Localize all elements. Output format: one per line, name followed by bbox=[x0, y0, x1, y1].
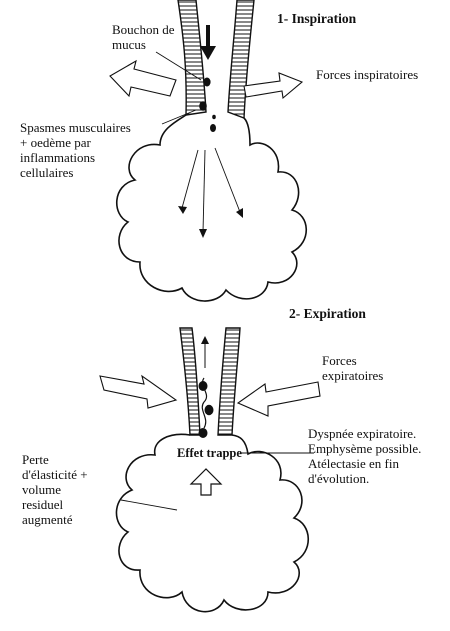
mucus-plug bbox=[199, 101, 207, 111]
bronchial-wall-left-exp bbox=[180, 328, 200, 435]
dyspnea-label-line: d'évolution. bbox=[308, 471, 421, 486]
inspiratory-force-arrow-left bbox=[110, 61, 176, 96]
bronchial-wall-right bbox=[228, 0, 254, 118]
mucus-plug bbox=[203, 78, 210, 87]
alveolar-airflow-lines bbox=[182, 148, 240, 232]
spasm-label: Spasmes musculaires + oedème par inflamm… bbox=[20, 120, 131, 180]
inspiration-title: 1- Inspiration bbox=[277, 11, 356, 26]
elasticity-label-line: residuel bbox=[22, 497, 88, 512]
expiratory-force-arrow-left bbox=[100, 376, 176, 408]
mucus-plug bbox=[199, 428, 208, 438]
dyspnea-label-line: Dyspnée expiratoire. bbox=[308, 426, 421, 441]
dyspnea-label-line: Atélectasie en fin bbox=[308, 456, 421, 471]
mucus-plug bbox=[205, 405, 214, 415]
elasticity-label-line: augmenté bbox=[22, 512, 88, 527]
dyspnea-label: Dyspnée expiratoire. Emphysème possible.… bbox=[308, 426, 421, 486]
elasticity-label: Perte d'élasticité + volume residuel aug… bbox=[22, 452, 88, 527]
elasticity-leader-line bbox=[121, 500, 177, 510]
spasm-label-line: Spasmes musculaires bbox=[20, 120, 131, 135]
dyspnea-label-line: Emphysème possible. bbox=[308, 441, 421, 456]
mucus-label-line: Bouchon de bbox=[112, 22, 174, 37]
inspiratory-force-arrow-right bbox=[244, 73, 302, 98]
airflow-up-arrowhead bbox=[201, 336, 209, 344]
expiratory-force-arrow-right bbox=[238, 382, 320, 416]
mucus-plug bbox=[212, 115, 216, 119]
inspiratory-forces-label: Forces inspiratoires bbox=[316, 67, 418, 82]
spasm-leader-line bbox=[162, 110, 196, 124]
airflow-arrowhead bbox=[178, 206, 187, 214]
bronchial-wall-right-exp bbox=[218, 328, 240, 435]
trapped-air-arrow bbox=[191, 469, 221, 495]
spasm-label-line: + oedème par bbox=[20, 135, 131, 150]
alveolar-sac-inspiration bbox=[117, 115, 307, 301]
elasticity-label-line: volume bbox=[22, 482, 88, 497]
expiratory-forces-label: Forces expiratoires bbox=[322, 353, 383, 383]
expiratory-forces-line: expiratoires bbox=[322, 368, 383, 383]
spasm-label-line: cellulaires bbox=[20, 165, 131, 180]
elasticity-label-line: d'élasticité + bbox=[22, 467, 88, 482]
mucus-label: Bouchon de mucus bbox=[112, 22, 174, 52]
expiration-panel bbox=[100, 328, 320, 612]
spasm-label-line: inflammations bbox=[20, 150, 131, 165]
mucus-label-line: mucus bbox=[112, 37, 174, 52]
expiration-title: 2- Expiration bbox=[289, 306, 366, 321]
mucus-plug bbox=[199, 381, 208, 391]
elasticity-label-line: Perte bbox=[22, 452, 88, 467]
expiratory-forces-line: Forces bbox=[322, 353, 383, 368]
trap-effect-label: Effet trappe bbox=[177, 446, 242, 461]
mucus-plug bbox=[210, 124, 216, 132]
airflow-arrowhead bbox=[199, 229, 207, 238]
bronchial-wall-left bbox=[178, 0, 206, 115]
